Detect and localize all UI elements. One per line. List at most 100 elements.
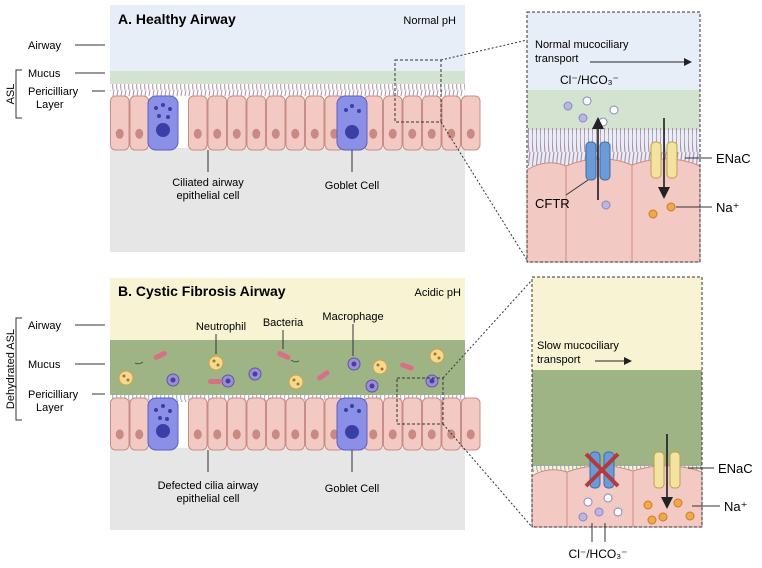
zoom-a-enac-label: ENaC	[716, 151, 751, 166]
zoom-panel-a: Normal mucociliary transport Cl⁻/HCO₃⁻ E…	[526, 11, 751, 263]
cell-nucleus	[369, 128, 378, 139]
cell-nucleus	[213, 128, 222, 139]
epithelial-cell	[383, 95, 403, 151]
goblet-label-b: Goblet Cell	[325, 483, 379, 495]
panel-b: B. Cystic Fibrosis Airway Acidic pH Neut…	[5, 278, 533, 530]
epithelial-cell	[129, 95, 149, 151]
cell-nucleus	[466, 429, 475, 440]
side-label-asl: ASL	[5, 84, 17, 105]
zoom-b-na-label: Na⁺	[724, 499, 747, 514]
epithelial-cell	[227, 95, 247, 151]
zoom-b-transport-1: Slow mucociliary	[537, 340, 619, 352]
zoom-a-ion-label: Cl⁻/HCO₃⁻	[560, 73, 619, 87]
cell-nucleus	[388, 128, 397, 139]
zoom-b-ion-label: Cl⁻/HCO₃⁻	[569, 547, 628, 561]
macrophages	[166, 357, 439, 393]
zoom-a-cftr-label: CFTR	[535, 196, 570, 211]
zoom-a-transport-2: transport	[535, 53, 578, 65]
panel-b-title: B. Cystic Fibrosis Airway	[118, 283, 286, 299]
panel-b-ph: Acidic pH	[415, 287, 462, 299]
side-label-dehydrated-asl: Dehydrated ASL	[5, 329, 17, 409]
zoom-cells-a	[526, 158, 701, 263]
cell-nucleus	[252, 429, 261, 440]
cell-nucleus	[427, 128, 436, 139]
zoom-panel-b: Slow mucociliary transport ENaC	[531, 276, 753, 561]
epithelial-cell	[441, 397, 461, 451]
cftr-channel-a	[585, 117, 611, 200]
cell-nucleus	[135, 429, 144, 440]
epithelial-cell	[305, 95, 325, 151]
epithelial-cell	[285, 95, 305, 151]
defected-label-2: epithelial cell	[177, 493, 240, 505]
epithelial-cell	[246, 95, 266, 151]
panel-a-title: A. Healthy Airway	[118, 11, 236, 27]
cell-nucleus	[369, 429, 378, 440]
cell-nucleus	[115, 128, 124, 139]
ciliated-label-2: epithelial cell	[177, 190, 240, 202]
epithelial-cell	[207, 95, 227, 151]
zoom-a-na-label: Na⁺	[716, 200, 739, 215]
cell-nucleus	[252, 128, 261, 139]
epithelial-cell	[246, 397, 266, 451]
layer-label-layer-b: Layer	[36, 402, 64, 414]
cell-nucleus	[193, 429, 202, 440]
zoom-a-transport-1: Normal mucociliary	[535, 39, 629, 51]
cftr-channel-b-blocked	[584, 451, 620, 489]
epithelial-cell	[110, 397, 130, 451]
epithelial-cell	[266, 95, 286, 151]
goblet-cell-a1	[147, 95, 179, 151]
cell-nucleus	[466, 128, 475, 139]
ciliated-label-1: Ciliated airway	[172, 177, 244, 189]
epithelial-cell	[461, 95, 481, 151]
epithelial-cell	[207, 397, 227, 451]
ions-b	[578, 493, 695, 525]
neutrophil-label: Neutrophil	[196, 321, 246, 333]
cell-nucleus	[291, 128, 300, 139]
cell-nucleus	[408, 429, 417, 440]
cell-nucleus	[271, 128, 280, 139]
cell-nucleus	[232, 128, 241, 139]
layer-label-layer-a: Layer	[36, 99, 64, 111]
submucosa-b	[110, 448, 465, 530]
epithelial-cell	[402, 95, 422, 151]
epithelial-cell	[129, 397, 149, 451]
mucus-layer-a	[110, 71, 465, 84]
cell-nucleus	[330, 429, 339, 440]
epithelial-cell	[285, 397, 305, 451]
enac-channel-b	[653, 434, 681, 509]
layer-label-airway-a: Airway	[28, 40, 62, 52]
epithelial-cell	[110, 95, 130, 151]
zoom-b-enac-label: ENaC	[718, 461, 753, 476]
cell-nucleus	[193, 128, 202, 139]
epithelial-cell	[305, 397, 325, 451]
cell-nucleus	[310, 128, 319, 139]
cell-nucleus	[271, 429, 280, 440]
neutrophils	[118, 348, 445, 390]
epithelial-cell	[227, 397, 247, 451]
epithelial-cell	[266, 397, 286, 451]
cell-nucleus	[232, 429, 241, 440]
cell-nucleus	[447, 429, 456, 440]
airway-layer-b	[110, 278, 465, 340]
enac-channel-a	[650, 118, 678, 199]
cilia-a	[110, 84, 465, 96]
cilia-b	[110, 395, 465, 402]
submucosa-a	[110, 148, 465, 252]
cell-nucleus	[213, 429, 222, 440]
macrophage-label: Macrophage	[322, 311, 383, 323]
epithelium-b	[110, 397, 481, 451]
goblet-cell-b2	[336, 397, 368, 451]
bacteria-label: Bacteria	[263, 317, 304, 329]
cell-nucleus	[388, 429, 397, 440]
defected-label-1: Defected cilia airway	[158, 480, 259, 492]
bacteria	[134, 351, 414, 384]
epithelial-cell	[188, 95, 208, 151]
layer-label-mucus-b: Mucus	[28, 359, 61, 371]
cell-nucleus	[447, 128, 456, 139]
epithelium-a	[110, 95, 481, 151]
goblet-label-a: Goblet Cell	[325, 180, 379, 192]
goblet-cell-a2	[336, 95, 368, 151]
zoom-b-transport-2: transport	[537, 354, 580, 366]
cell-nucleus	[115, 429, 124, 440]
